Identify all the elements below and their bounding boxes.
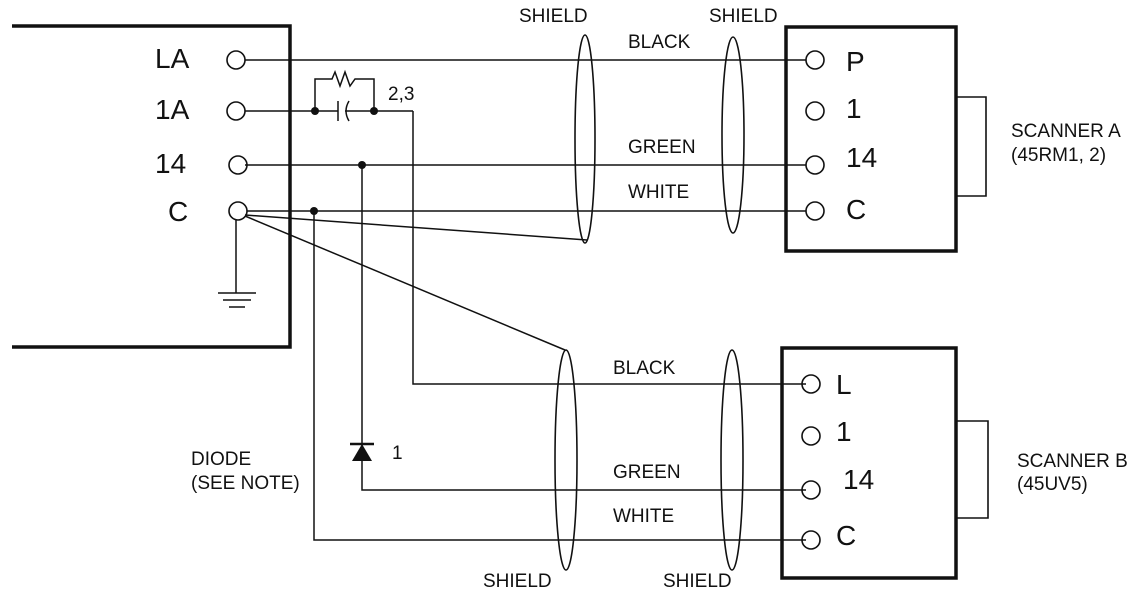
controller-block: LA 1A 14 C bbox=[12, 24, 292, 349]
scanner-b-terminal-c-label: C bbox=[836, 520, 856, 551]
scanner-a-terminal-1 bbox=[805, 101, 825, 121]
scanner-b-terminal-c bbox=[801, 530, 821, 550]
scanner-a-model: (45RM1, 2) bbox=[1011, 145, 1106, 166]
diode-note-line1: DIODE bbox=[191, 449, 251, 470]
scanner-a-terminal-p-label: P bbox=[846, 46, 865, 77]
wire-1a-to-l bbox=[412, 111, 806, 385]
controller-terminal-la-label: LA bbox=[155, 43, 190, 74]
scanner-b-terminal-14-label: 14 bbox=[843, 464, 874, 495]
controller-terminal-la bbox=[226, 50, 246, 70]
scanner-b-model: (45UV5) bbox=[1017, 474, 1088, 495]
cable-a-green-label: GREEN bbox=[628, 137, 696, 158]
diode-icon bbox=[350, 442, 374, 461]
cable-b-green-label: GREEN bbox=[613, 462, 681, 483]
cable-b-shields bbox=[554, 349, 744, 571]
cable-a-shields bbox=[574, 34, 745, 244]
cable-a-shield-right-label: SHIELD bbox=[709, 6, 778, 27]
controller-terminal-14 bbox=[228, 155, 248, 175]
drain-wire-b bbox=[244, 215, 566, 351]
scanner-a-box bbox=[784, 25, 958, 253]
scanner-b-name: SCANNER B bbox=[1017, 451, 1128, 472]
diode-reference-label: 1 bbox=[392, 443, 403, 464]
cable-a-white-label: WHITE bbox=[628, 182, 689, 203]
scanner-b-block: L 1 14 C bbox=[780, 346, 989, 580]
controller-terminal-14-label: 14 bbox=[155, 148, 186, 179]
cable-a-shield-left bbox=[574, 34, 596, 244]
controller-terminal-1a bbox=[226, 101, 246, 121]
scanner-b-box bbox=[780, 346, 958, 580]
resistor-icon bbox=[314, 69, 375, 111]
scanner-a-terminal-1-label: 1 bbox=[846, 93, 862, 124]
diode-note-line2: (SEE NOTE) bbox=[191, 473, 300, 494]
scanner-a-terminal-c-label: C bbox=[846, 194, 866, 225]
scanner-b-terminal-14 bbox=[801, 480, 821, 500]
controller-terminal-1a-label: 1A bbox=[155, 94, 190, 125]
scanner-a-terminal-c bbox=[805, 201, 825, 221]
rc-network: 2,3 bbox=[245, 69, 414, 122]
wire-c-to-c-b bbox=[313, 211, 806, 541]
scanner-a-terminal-p bbox=[805, 50, 825, 70]
controller-terminal-c bbox=[228, 201, 248, 221]
cable-b-white-label: WHITE bbox=[613, 506, 674, 527]
wires-scanner-a bbox=[244, 59, 806, 241]
scanner-a-name: SCANNER A bbox=[1011, 121, 1121, 142]
rc-network-label: 2,3 bbox=[388, 84, 414, 105]
scanner-a-block: P 1 14 C bbox=[784, 25, 987, 253]
scanner-b-terminal-l bbox=[801, 374, 821, 394]
scanner-b-connector bbox=[956, 420, 989, 519]
cable-b-black-label: BLACK bbox=[613, 358, 676, 379]
scanner-a-connector bbox=[956, 96, 987, 197]
scanner-a-terminal-14-label: 14 bbox=[846, 142, 877, 173]
cable-a-shield-left-label: SHIELD bbox=[519, 6, 588, 27]
cable-b-shield-right-label: SHIELD bbox=[663, 571, 732, 592]
wire-14-to-14-b bbox=[361, 165, 806, 491]
cable-a-shield-right bbox=[721, 36, 745, 234]
ground-icon bbox=[218, 220, 256, 308]
wires-scanner-b bbox=[244, 111, 806, 541]
cable-a-black-label: BLACK bbox=[628, 32, 691, 53]
scanner-b-terminal-1 bbox=[801, 426, 821, 446]
controller-box-outline bbox=[12, 24, 292, 349]
scanner-b-terminal-l-label: L bbox=[836, 369, 852, 400]
cable-b-shield-right bbox=[720, 349, 744, 571]
scanner-b-terminal-1-label: 1 bbox=[836, 416, 852, 447]
cable-b-shield-left-label: SHIELD bbox=[483, 571, 552, 592]
controller-terminal-c-label: C bbox=[168, 196, 188, 227]
scanner-a-terminal-14 bbox=[805, 155, 825, 175]
cable-b-shield-left bbox=[554, 349, 578, 571]
drain-wire-a bbox=[244, 214, 588, 241]
